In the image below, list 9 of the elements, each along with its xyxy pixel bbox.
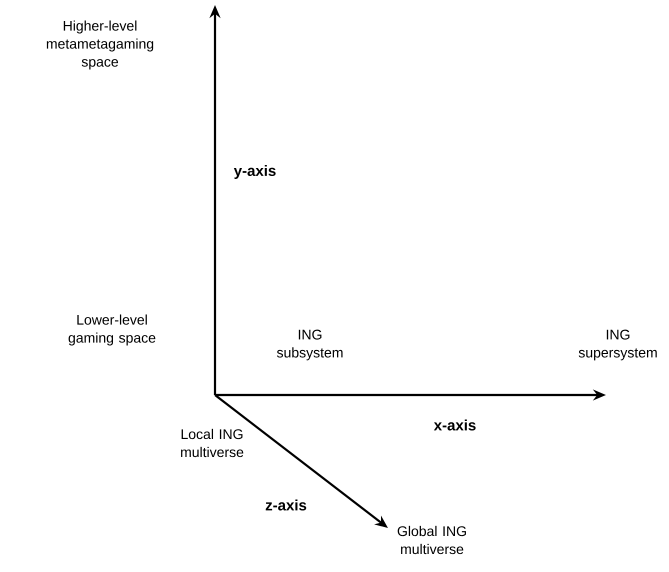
region-label: ING subsystem <box>276 330 343 360</box>
axis-label: y-axis <box>234 165 276 179</box>
region-label: Higher-level metametagaming space <box>46 20 154 70</box>
region-label: Global ING multiverse <box>398 526 466 554</box>
region-label: Local ING multiverse <box>181 428 244 458</box>
region-label: Lower-level gaming space <box>68 314 156 346</box>
axis-label: x-axis <box>434 419 476 430</box>
region-label: ING supersystem <box>578 330 657 360</box>
axis-label: z-axis <box>266 499 306 510</box>
